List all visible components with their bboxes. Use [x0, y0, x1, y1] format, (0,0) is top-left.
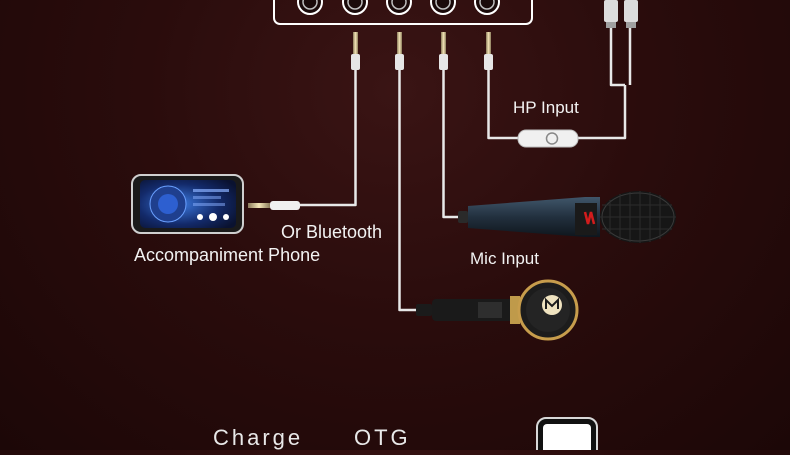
- sound-card-icon: [273, 0, 533, 25]
- microphone-icon: [458, 191, 676, 243]
- or-bluetooth-label: Or Bluetooth: [281, 222, 383, 242]
- cables: [300, 0, 632, 312]
- accompaniment-phone-label: Accompaniment Phone: [134, 245, 321, 265]
- phone-plug: [248, 201, 300, 210]
- audio-plugs: [351, 32, 493, 70]
- smartphone-icon: [131, 174, 244, 234]
- inline-control-icon: [517, 129, 579, 148]
- headphone-plug-icon: [604, 0, 638, 28]
- mic-input-label: Mic Input: [470, 249, 539, 268]
- hp-input-label: HP Input: [513, 98, 579, 117]
- smartphone-icon: [536, 417, 598, 455]
- otg-label: OTG: [354, 425, 411, 450]
- charge-label: Charge: [213, 425, 304, 450]
- lavalier-microphone-icon: [416, 279, 579, 341]
